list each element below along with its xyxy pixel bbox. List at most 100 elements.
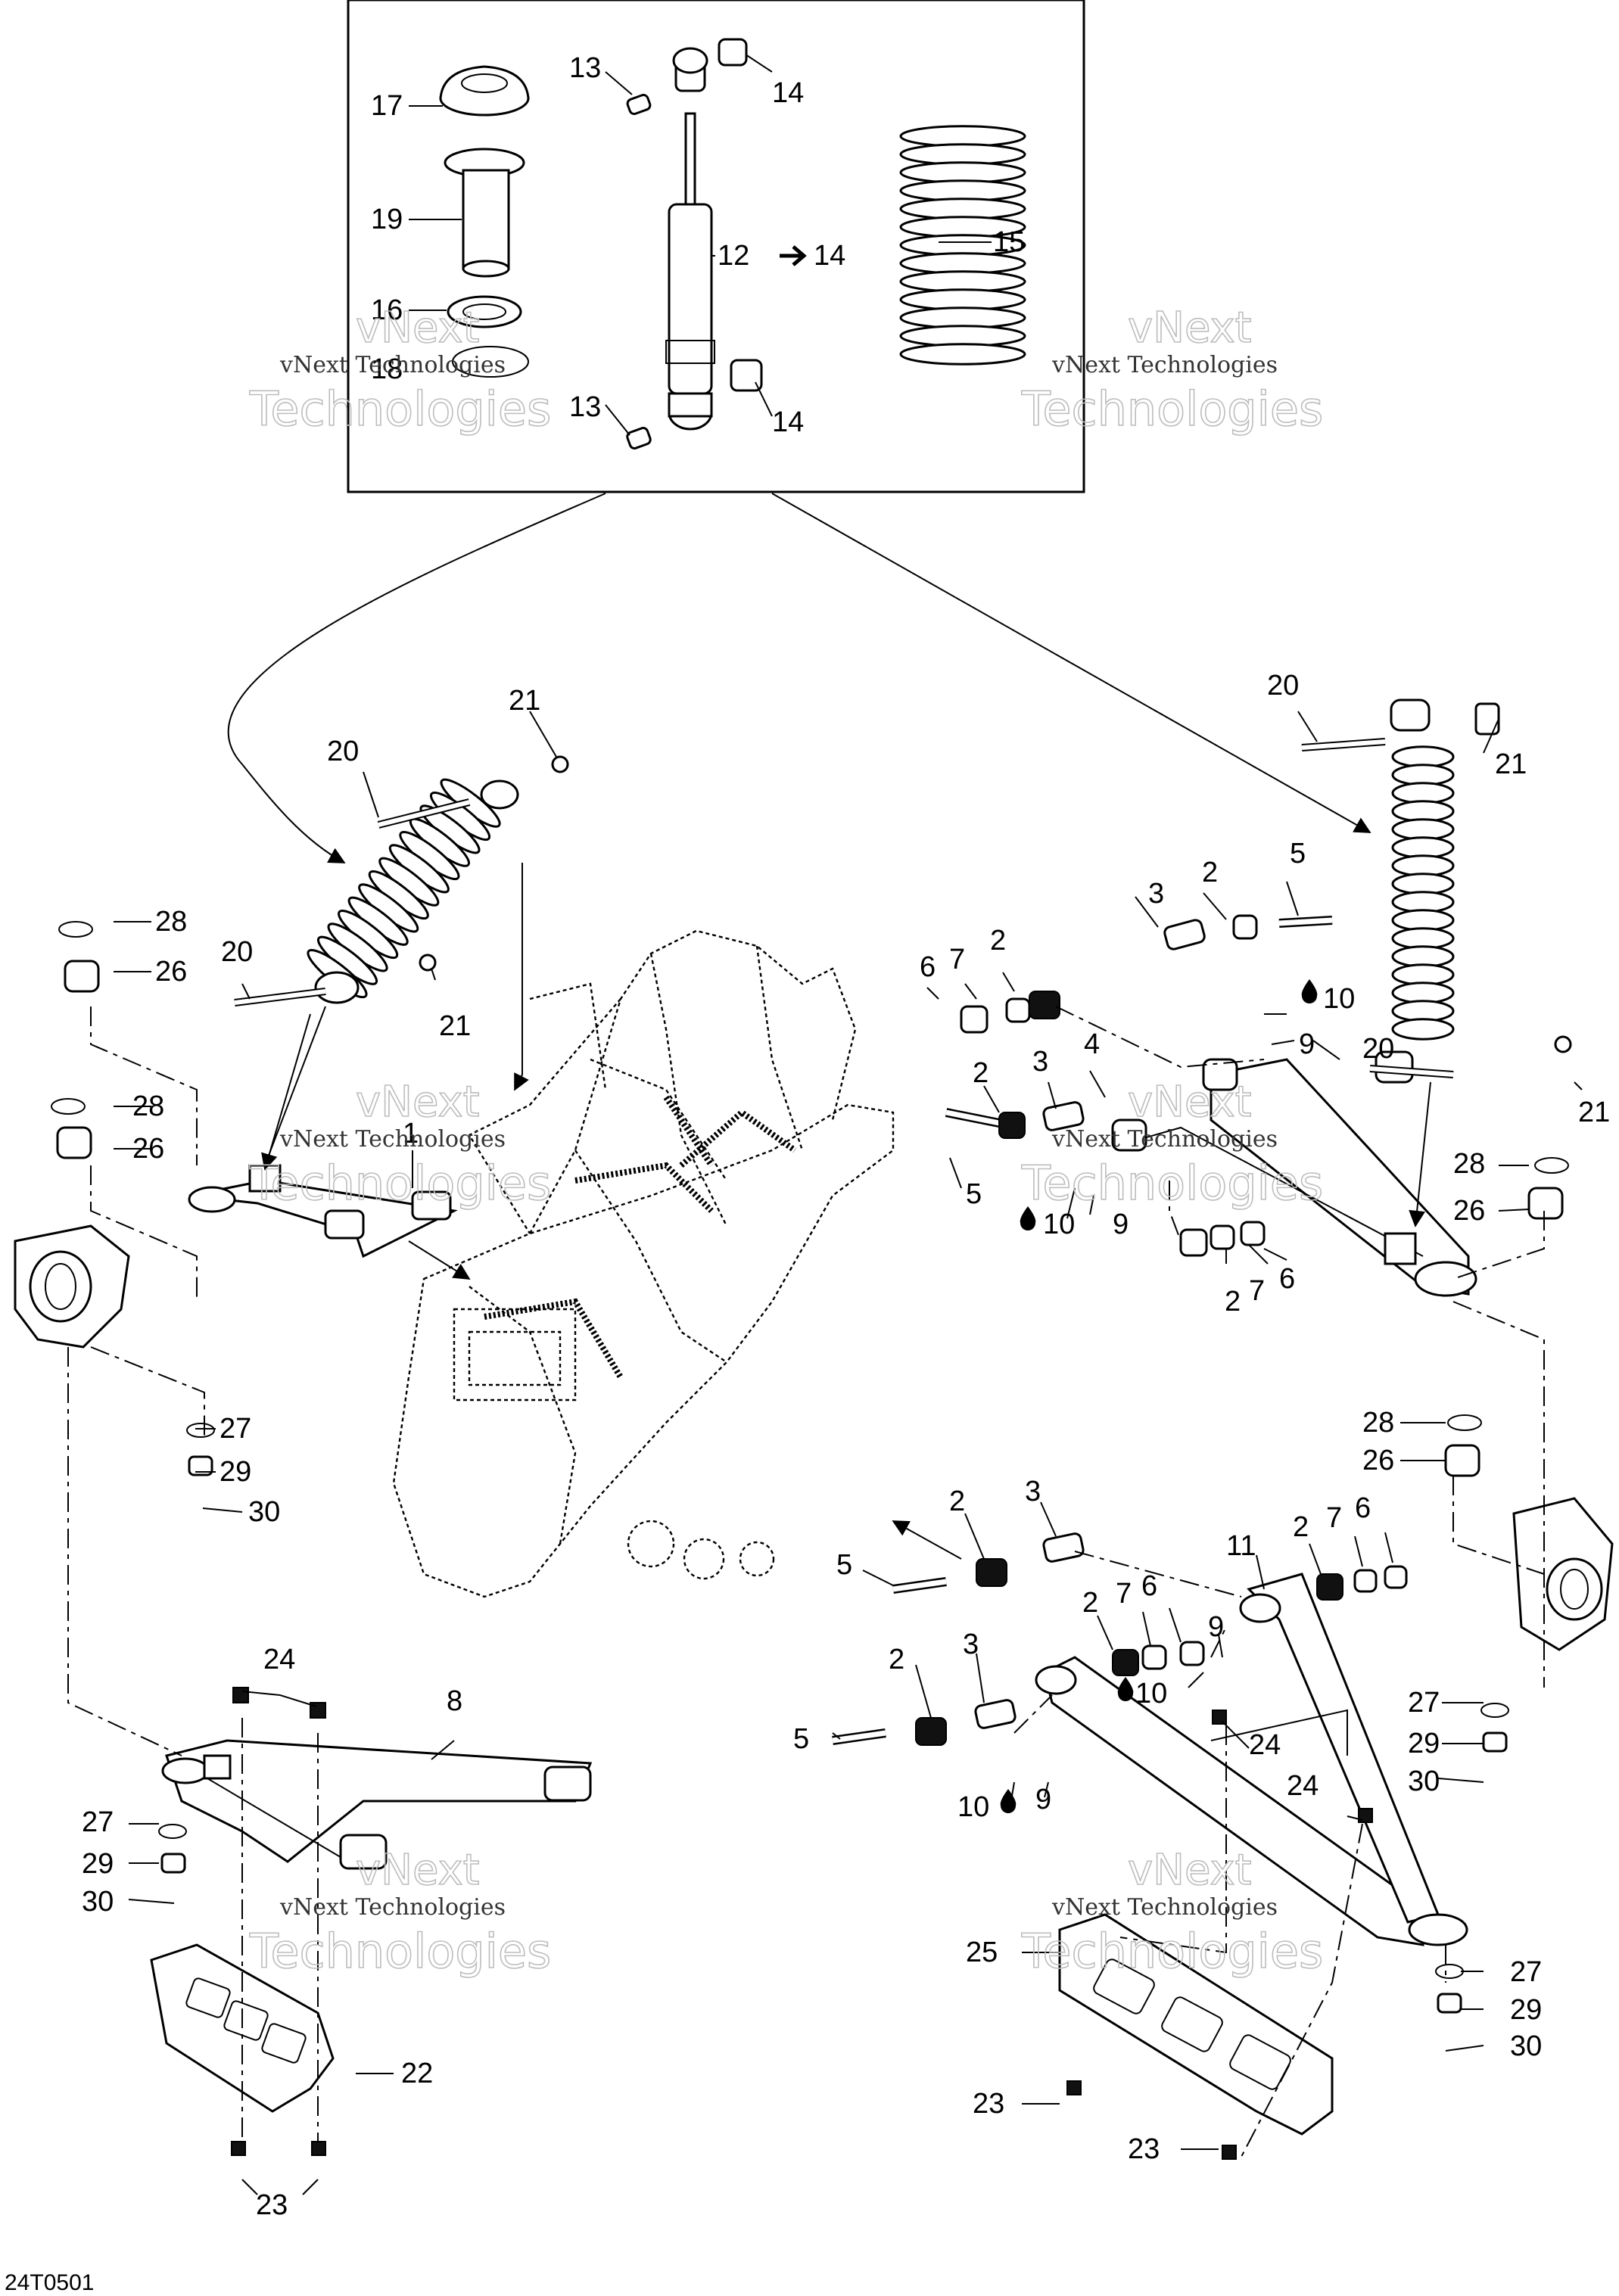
shock-coil-turn — [1391, 854, 1455, 877]
shock-coil-turn — [1391, 963, 1455, 986]
callout-17: 17 — [371, 90, 403, 122]
shock-coil-turn — [1391, 982, 1455, 1004]
spring-coil-turn — [899, 325, 1026, 347]
callout-6d: 6 — [1141, 1570, 1157, 1602]
callout-3a: 3 — [1148, 878, 1164, 910]
callout-6a: 6 — [920, 951, 936, 983]
callout-2a: 2 — [1202, 857, 1218, 888]
watermark-line2: Technologies — [249, 1156, 551, 1211]
watermark-line2: Technologies — [249, 381, 551, 437]
callout-3c: 3 — [1025, 1476, 1041, 1507]
callout-28a: 28 — [155, 906, 187, 938]
sleeve-part — [444, 148, 525, 278]
watermark-line2: Technologies — [1021, 1924, 1323, 1979]
callout-5d: 5 — [793, 1723, 809, 1755]
callout-5c: 5 — [836, 1549, 852, 1581]
callout-20a: 20 — [327, 736, 359, 767]
callout-2c: 2 — [973, 1057, 989, 1089]
shock-coil-turn — [1391, 1000, 1455, 1022]
callout-24c: 24 — [1287, 1770, 1319, 1802]
shock-coil-turn — [1391, 782, 1455, 804]
callout-26d: 26 — [1362, 1445, 1394, 1476]
callout-2e: 2 — [949, 1486, 965, 1517]
callout-27c: 27 — [82, 1806, 114, 1838]
callout-4: 4 — [1084, 1028, 1100, 1060]
callout-23c: 23 — [256, 2189, 288, 2221]
ring-18 — [452, 346, 529, 378]
oil-drop-icon — [1117, 1677, 1134, 1701]
upper-left-a-arm — [188, 1013, 471, 1280]
shock-coil-turn — [1391, 909, 1455, 932]
callout-3b: 3 — [1032, 1046, 1048, 1078]
callout-3d: 3 — [963, 1629, 979, 1660]
callout-23a: 23 — [973, 2088, 1004, 2120]
callout-23b: 23 — [1128, 2133, 1160, 2165]
watermark-caption: vNext Technologies — [1051, 352, 1278, 378]
callout-7b: 7 — [1249, 1275, 1265, 1307]
callout-15: 15 — [993, 226, 1025, 258]
callout-19: 19 — [371, 204, 403, 235]
watermark-line2: Technologies — [1021, 381, 1323, 437]
callout-18: 18 — [371, 353, 403, 385]
hardware-bolts — [51, 914, 1569, 2160]
watermark-line1: vNext — [1128, 1078, 1252, 1127]
spring-coil-turn — [899, 161, 1026, 184]
watermark-caption: vNext Technologies — [279, 1126, 506, 1153]
spring-coil-turn — [899, 343, 1026, 366]
callout-28b: 28 — [132, 1090, 164, 1122]
callout-24a: 24 — [1249, 1729, 1281, 1761]
callout-1: 1 — [403, 1118, 419, 1150]
callout-13a: 13 — [569, 52, 601, 84]
callout-13b: 13 — [569, 391, 601, 423]
shock-coil-turn — [1391, 927, 1455, 950]
oil-drop-icon — [1301, 979, 1318, 1003]
callout-29d: 29 — [1510, 1994, 1542, 2026]
callout-28c: 28 — [1453, 1148, 1485, 1180]
callout-2b: 2 — [990, 925, 1006, 957]
callout-21d: 21 — [1578, 1097, 1610, 1128]
callout-5b: 5 — [966, 1178, 982, 1210]
callout-9a: 9 — [1299, 1028, 1315, 1060]
watermark-caption: vNext Technologies — [1051, 1894, 1278, 1921]
spring-coil-turn — [899, 179, 1026, 202]
spring-coil-turn — [899, 198, 1026, 220]
shock-coil-turn — [1391, 873, 1455, 895]
callout-leaders — [114, 54, 1583, 2195]
callout-10a: 10 — [1323, 983, 1355, 1015]
spring-coil-turn — [899, 306, 1026, 329]
leader-to-left-shock — [227, 493, 606, 863]
callout-5a: 5 — [1290, 838, 1306, 870]
callout-20c: 20 — [1267, 670, 1299, 702]
callout-7a: 7 — [949, 944, 965, 975]
figure-reference-code: 24T0501 — [5, 2270, 94, 2295]
callout-12: 12 — [718, 240, 749, 272]
callout-21b: 21 — [439, 1010, 471, 1042]
shock-coil-turn — [1391, 764, 1455, 786]
callout-30d: 30 — [1510, 2030, 1542, 2062]
shock-coil-turn — [1391, 836, 1455, 859]
shock-coil-turn — [1391, 745, 1455, 768]
shock-detail-inset — [347, 0, 1085, 493]
callout-9c: 9 — [1208, 1611, 1224, 1643]
lower-right-a-arm — [1035, 1573, 1468, 1946]
watermark-caption: vNext Technologies — [279, 352, 506, 378]
callout-21c: 21 — [1495, 748, 1527, 780]
callout-6b: 6 — [1279, 1263, 1295, 1295]
callout-26a: 26 — [155, 956, 187, 988]
callout-10d: 10 — [957, 1791, 989, 1823]
watermark-caption: vNext Technologies — [1051, 1126, 1278, 1153]
callout-12b: 14 — [814, 240, 845, 272]
assembly-center-lines — [67, 1006, 1545, 2158]
damper-part — [665, 47, 715, 431]
watermark-caption: vNext Technologies — [279, 1894, 506, 1921]
upper-right-a-arm — [1111, 1058, 1477, 1297]
spring-coil-turn — [899, 288, 1026, 311]
callout-29c: 29 — [82, 1848, 114, 1880]
oil-drop-icon — [1000, 1789, 1017, 1813]
callout-8: 8 — [447, 1685, 462, 1717]
coil-spring-15 — [899, 125, 1026, 366]
right-shock-absorber — [1301, 698, 1572, 1084]
callout-29a: 29 — [219, 1456, 251, 1488]
watermark-line1: vNext — [1128, 1846, 1252, 1895]
callout-2d: 2 — [1225, 1286, 1241, 1318]
